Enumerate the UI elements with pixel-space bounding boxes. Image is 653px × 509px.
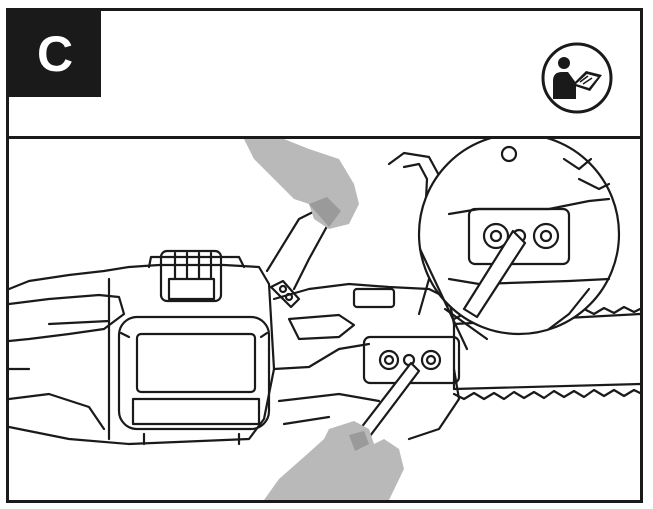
panel-header: C [9, 11, 640, 139]
instruction-panel: C [6, 8, 643, 503]
side-cover-nuts [362, 335, 461, 441]
upper-hand [244, 139, 359, 229]
step-letter-badge: C [9, 11, 101, 97]
chainsaw-body [9, 249, 276, 446]
chainsaw-illustration [9, 139, 640, 500]
read-manual-icon [540, 41, 614, 115]
step-letter: C [36, 26, 74, 82]
lower-hand [264, 421, 404, 500]
detail-zoom-inset [417, 139, 621, 351]
